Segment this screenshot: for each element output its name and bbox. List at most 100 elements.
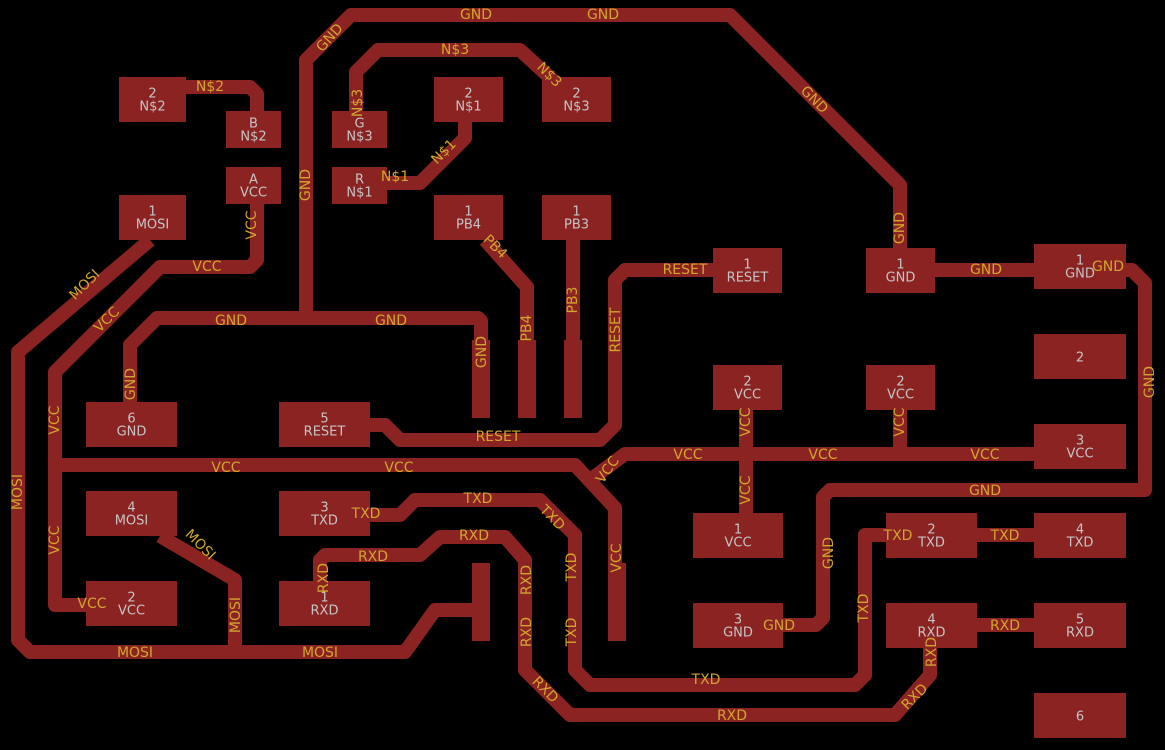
pad-copper[interactable] (86, 491, 177, 536)
trace-gnd (123, 311, 488, 418)
pad-n3[interactable]: 2N$3 (542, 77, 611, 122)
pad-copper[interactable] (279, 402, 370, 447)
pad-copper[interactable] (1034, 513, 1126, 558)
pad-copper[interactable] (226, 167, 281, 204)
net-label-rxd: RXD (358, 549, 388, 565)
pad-copper[interactable] (1034, 603, 1126, 648)
pad-copper[interactable] (1034, 693, 1126, 738)
pad-copper[interactable] (279, 581, 370, 626)
pad-copper[interactable] (713, 248, 782, 293)
net-label-gnd: GND (474, 336, 490, 368)
net-label-gnd: GND (298, 169, 314, 201)
net-label-mosi: MOSI (10, 474, 26, 510)
net-label-gnd: GND (1142, 366, 1158, 398)
pad-copper[interactable] (226, 111, 281, 148)
pad-net-name: GND (886, 271, 916, 286)
pad-copper[interactable] (1034, 424, 1126, 469)
pad-copper[interactable] (886, 513, 977, 558)
net-label-gnd: GND (460, 7, 492, 23)
pad-number: 1 (464, 205, 472, 220)
net-label-vcc: VCC (47, 405, 63, 434)
trace-mosi (156, 529, 242, 652)
pad-copper[interactable] (1034, 244, 1126, 289)
pad-net-name: PB4 (456, 218, 481, 233)
net-label-gnd: GND (215, 313, 247, 329)
pad-number: 2 (572, 87, 580, 102)
pad-number: R (355, 173, 364, 188)
net-label-rxd: RXD (717, 708, 747, 724)
pad-nc[interactable]: 2 (1034, 334, 1126, 379)
pad-nc[interactable]: 6 (1034, 693, 1126, 738)
pad-number: 1 (743, 258, 751, 273)
pad-copper[interactable] (86, 581, 177, 626)
trace-rxd (313, 530, 937, 722)
net-label-vcc: VCC (970, 447, 999, 463)
pad-copper[interactable] (866, 248, 935, 293)
net-label-vcc: VCC (738, 407, 754, 436)
pad-copper[interactable] (332, 167, 387, 204)
trace-n1 (387, 122, 472, 190)
pad-copper[interactable] (693, 603, 783, 648)
pad-copper[interactable] (713, 365, 782, 410)
net-label-vcc: VCC (808, 447, 837, 463)
header-pin (518, 340, 536, 418)
pad-n1[interactable]: RN$1 (332, 167, 387, 204)
pad-n2[interactable]: 2N$2 (119, 77, 186, 122)
net-label-txd: TXD (856, 594, 872, 624)
pad-copper[interactable] (119, 77, 186, 122)
pad-n3[interactable]: GN$3 (332, 111, 387, 148)
net-label-mosi: MOSI (228, 597, 244, 633)
pad-n2[interactable]: BN$2 (226, 111, 281, 148)
pad-copper[interactable] (542, 195, 611, 240)
pad-copper[interactable] (332, 111, 387, 148)
pad-net-name: TXD (310, 514, 338, 529)
pad-number: G (354, 117, 364, 132)
pad-number: 3 (320, 501, 328, 516)
pad-number: A (249, 173, 258, 188)
pad-copper[interactable] (1034, 334, 1126, 379)
net-label-vcc: VCC (77, 596, 106, 612)
pad-copper[interactable] (119, 195, 186, 240)
pad-number: 2 (927, 523, 935, 538)
pad-copper[interactable] (866, 365, 935, 410)
pad-copper[interactable] (886, 603, 977, 648)
pad-n1[interactable]: 2N$1 (434, 77, 503, 122)
pad-copper[interactable] (434, 77, 503, 122)
pad-copper[interactable] (279, 491, 370, 536)
header-pin (472, 563, 490, 641)
pad-number: 2 (127, 591, 135, 606)
pad-copper[interactable] (434, 195, 503, 240)
pad-number: 4 (927, 613, 935, 628)
header-pin (564, 340, 582, 418)
net-label-vcc: VCC (738, 475, 754, 504)
pad-copper[interactable] (86, 402, 177, 447)
pad-number: 2 (464, 87, 472, 102)
trace-gnd (299, 8, 907, 315)
pad-copper[interactable] (542, 77, 611, 122)
pad-copper[interactable] (693, 513, 783, 558)
net-label-rxd: RXD (990, 618, 1020, 634)
